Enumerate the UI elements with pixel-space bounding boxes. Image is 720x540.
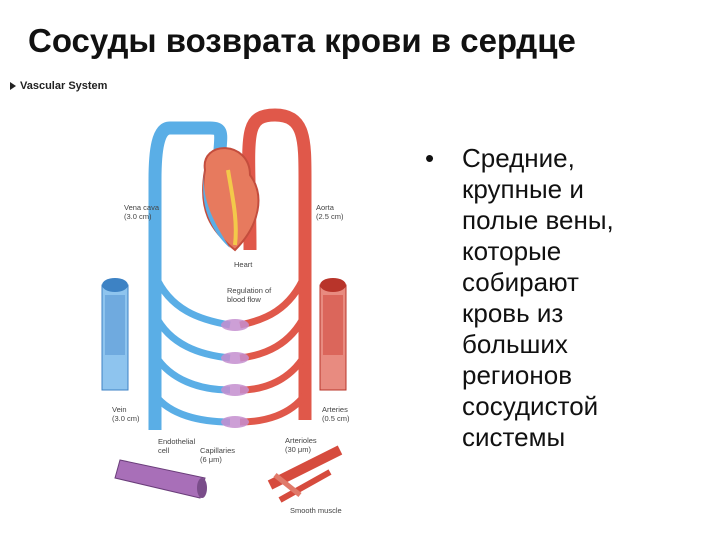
caption-triangle-icon xyxy=(10,82,16,90)
slide-title: Сосуды возврата крови в сердце xyxy=(28,22,576,60)
label-aorta: Aorta (2.5 cm) xyxy=(316,203,344,221)
bullet-item: • Средние, крупные и полые вены, которые… xyxy=(425,143,705,453)
figure-caption-text: Vascular System xyxy=(20,80,107,92)
capillary-tube xyxy=(115,460,207,498)
smooth-muscle-vessels xyxy=(270,450,340,500)
label-vein: Vein (3.0 cm) xyxy=(112,405,140,423)
label-arterioles: Arterioles (30 μm) xyxy=(285,436,317,454)
label-endothelial: Endothelial cell xyxy=(158,437,195,455)
vascular-system-diagram: Vena cava (3.0 cm) Aorta (2.5 cm) Heart … xyxy=(100,100,370,530)
label-smooth-muscle: Smooth muscle xyxy=(290,506,342,515)
artery-cross-section xyxy=(320,278,346,390)
bullet-marker: • xyxy=(425,143,462,453)
label-arteries: Arteries (0.5 cm) xyxy=(322,405,350,423)
vein-cross-section xyxy=(102,278,128,390)
bullet-text: Средние, крупные и полые вены, которые с… xyxy=(462,143,614,453)
aorta-path xyxy=(249,115,305,420)
capillary-beds xyxy=(221,319,249,428)
figure-caption: Vascular System xyxy=(10,80,107,92)
label-capillaries: Capillaries (6 μm) xyxy=(200,446,235,464)
label-regulation: Regulation of blood flow xyxy=(227,286,271,304)
label-vena-cava: Vena cava (3.0 cm) xyxy=(124,203,159,221)
vascular-diagram-svg xyxy=(100,100,370,530)
label-heart: Heart xyxy=(234,260,252,269)
venous-branches xyxy=(155,275,230,422)
bullet-list: • Средние, крупные и полые вены, которые… xyxy=(425,143,705,453)
